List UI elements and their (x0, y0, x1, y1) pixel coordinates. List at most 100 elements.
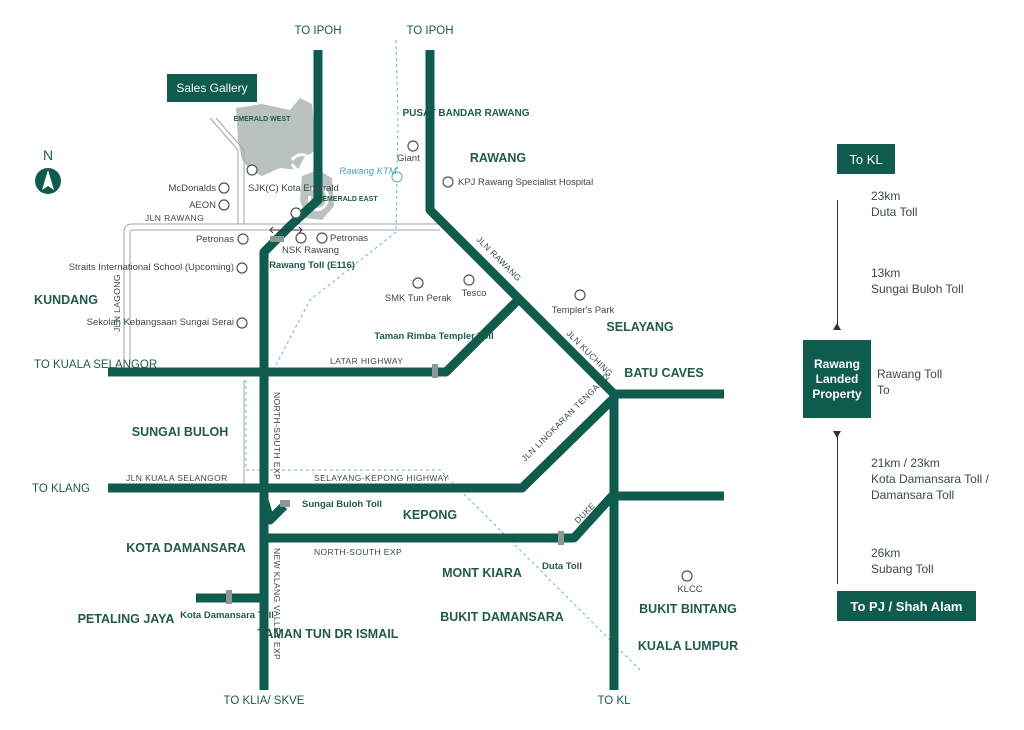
latar-highway (108, 296, 522, 377)
sekolah-icon (236, 317, 248, 329)
dest-to-ipoh-left: TO IPOH (294, 25, 341, 37)
poi-tesco: Tesco (462, 288, 487, 299)
road-north-south-h: NORTH-SOUTH EXP (314, 547, 402, 557)
hospital-icon (442, 176, 454, 188)
toll-rawang: Rawang Toll (E116) (269, 260, 355, 271)
area-mont-kiara: MONT KIARA (442, 566, 522, 580)
area-batu-caves: BATU CAVES (624, 366, 703, 380)
to-kl-pill: To KL (837, 144, 895, 174)
area-sungai-buloh: SUNGAI BULOH (132, 425, 229, 439)
north-arrow-icon (42, 170, 54, 190)
poi-smk: SMK Tun Perak (385, 293, 452, 304)
road-jln-rawang-w: JLN RAWANG (145, 213, 204, 223)
poi-templers-park: Templer's Park (552, 305, 615, 316)
legend-upper-1-dist: 23km (871, 189, 901, 203)
ns-exp-north (259, 50, 323, 690)
area-bukit-bintang: BUKIT BINTANG (639, 602, 737, 616)
legend-upper-arrow-icon (833, 323, 841, 330)
legend-upper-line (837, 200, 838, 326)
compass: N (35, 147, 61, 194)
area-kota-damansara: KOTA DAMANSARA (126, 541, 245, 555)
petronas-left-icon (237, 233, 249, 245)
dest-to-kuala-selangor: TO KUALA SELANGOR (34, 359, 157, 371)
area-petaling-jaya: PETALING JAYA (78, 612, 175, 626)
highways (108, 50, 724, 690)
sales-gallery-badge: Sales Gallery (167, 74, 257, 102)
area-taman-tun: TAMAN TUN DR ISMAIL (258, 627, 399, 641)
toll-kota-damansara: Kota Damansara Toll (180, 610, 274, 621)
sungai-buloh-link (259, 498, 288, 525)
road-north-south-v: NORTH-SOUTH EXP (272, 392, 282, 480)
selayang-kepong (108, 394, 618, 493)
legend-lower-arrow-icon (833, 431, 841, 438)
legend-upper-2-dist: 13km (871, 266, 901, 280)
legend-lower-2: 26km Subang Toll (871, 545, 934, 577)
poi-mcdonalds: McDonalds (168, 183, 216, 194)
taman-rimba-toll-marker (432, 364, 438, 378)
legend-upper-2: 13km Sungai Buloh Toll (871, 265, 964, 297)
rail-lines (245, 39, 641, 671)
giant-icon (407, 140, 419, 152)
train-icon (391, 171, 403, 183)
toll-duta: Duta Toll (542, 561, 582, 572)
road-latar: LATAR HIGHWAY (330, 356, 403, 366)
poi-giant: Giant (397, 153, 420, 164)
poi-sekolah: Sekolah Kebangsaan Sungai Serai (87, 317, 234, 328)
emerald-west-area (236, 98, 316, 176)
rawang-toll-marker (270, 236, 284, 242)
straits-icon (236, 262, 248, 274)
sungai-buloh-toll-marker (280, 500, 290, 507)
dest-to-kl: TO KL (597, 695, 631, 707)
poi-petronas-right: Petronas (330, 233, 368, 244)
area-selayang: SELAYANG (606, 320, 673, 334)
toll-markers (226, 236, 564, 604)
toll-sungai-buloh: Sungai Buloh Toll (302, 499, 382, 510)
legend-upper-1: 23km Duta Toll (871, 188, 917, 220)
area-kuala-lumpur: KUALA LUMPUR (638, 639, 738, 653)
duta-toll-marker (558, 531, 564, 545)
local-roads (123, 117, 440, 490)
estate-loop (290, 153, 312, 173)
park-icon (574, 289, 586, 301)
legend-lower-1: 21km / 23km Kota Damansara Toll / Damans… (871, 455, 1011, 503)
jln-rawang-main (425, 50, 619, 690)
legend-lower-line (837, 436, 838, 584)
klcc-icon (681, 570, 693, 582)
road-new-klang-valley: NEW KLANG VALLEY EXP (272, 548, 282, 660)
tesco-icon (463, 274, 475, 286)
smk-icon (412, 277, 424, 289)
road-jln-kuala-selangor: JLN KUALA SELANGOR (126, 473, 228, 483)
poi-straits: Straits International School (Upcoming) (69, 262, 234, 273)
poi-nsk: NSK Rawang (282, 245, 339, 256)
petronas-right-icon (316, 232, 328, 244)
legend-lower-1-name: Kota Damansara Toll / Damansara Toll (871, 472, 989, 502)
property-box: Rawang Landed Property (803, 340, 871, 418)
ns-exp-south (264, 490, 618, 543)
dest-to-klang: TO KLANG (32, 483, 90, 495)
legend-center-note: Rawang Toll To (877, 367, 943, 397)
road-jln-lagong: JLN LAGONG (112, 274, 122, 332)
legend-lower-1-dist: 21km / 23km (871, 456, 940, 470)
dest-to-klia: TO KLIA/ SKVE (224, 695, 305, 707)
area-kundang: KUNDANG (34, 293, 98, 307)
rawang-toll-arrow (269, 226, 303, 234)
aeon-icon (218, 199, 230, 211)
poi-kpj: KPJ Rawang Specialist Hospital (458, 177, 593, 188)
north-label: N (43, 147, 53, 163)
area-bukit-damansara: BUKIT DAMANSARA (440, 610, 564, 624)
kota-damansara-toll-marker (226, 590, 232, 604)
area-kepong: KEPONG (403, 508, 457, 522)
legend-upper-2-name: Sungai Buloh Toll (871, 282, 964, 296)
dest-to-ipoh-right: TO IPOH (406, 25, 453, 37)
leaf-icon (290, 207, 302, 219)
to-pj-pill: To PJ / Shah Alam (837, 591, 976, 621)
school-icon (246, 164, 258, 176)
mcdonalds-icon (218, 182, 230, 194)
road-selayang-kepong: SELAYANG-KEPONG HIGHWAY (314, 473, 449, 483)
emerald-east-label: EMERALD EAST (322, 196, 378, 203)
poi-rawang-ktm: Rawang KTM (339, 166, 397, 177)
legend-upper-1-name: Duta Toll (871, 205, 918, 219)
area-rawang: RAWANG (470, 151, 526, 165)
area-pusat-bandar: PUSAT BANDAR RAWANG (402, 108, 529, 119)
